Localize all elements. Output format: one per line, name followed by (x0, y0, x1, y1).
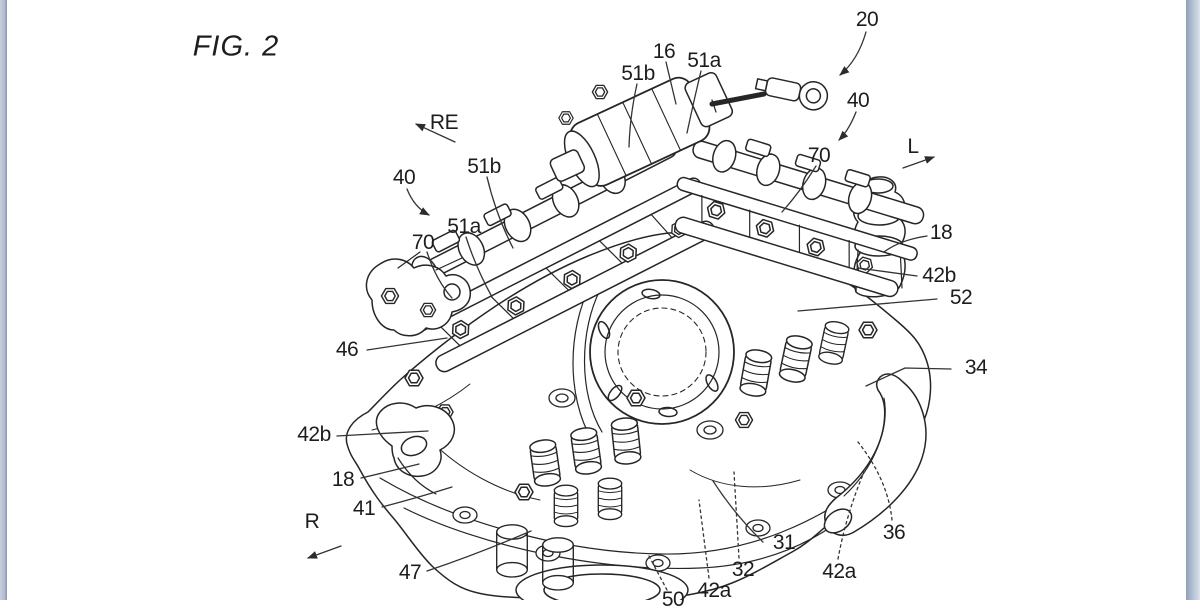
actuator-16 (549, 71, 829, 188)
exhaust-port-left (375, 402, 456, 495)
cam-sprocket (572, 279, 735, 441)
left-rocker-cluster (365, 251, 472, 337)
window-right-edge (1186, 0, 1200, 600)
valve-train-right-bank (674, 138, 925, 298)
sensor-20 (754, 77, 829, 111)
page-left-edge (0, 0, 7, 600)
leader-lines (307, 31, 952, 591)
